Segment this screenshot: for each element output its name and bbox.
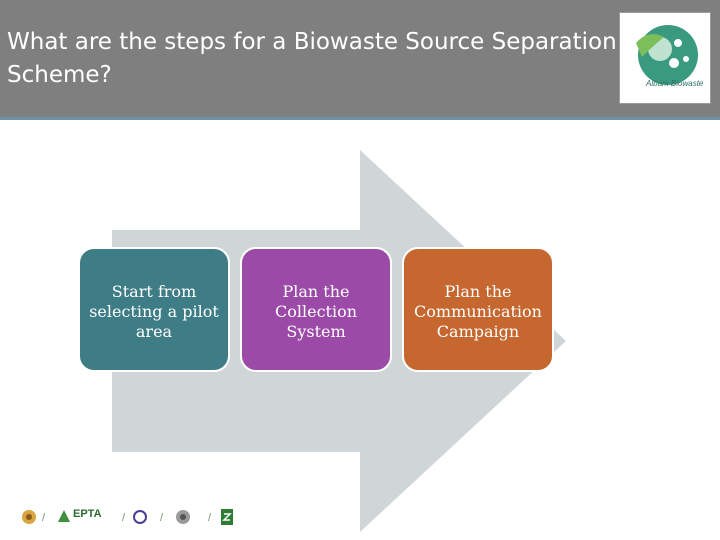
partner-logos: / EPTA / / / <box>20 506 250 534</box>
step-plan-collection-system[interactable]: Plan the Collection System <box>240 247 392 372</box>
step-label: Start from selecting a pilot area <box>89 282 219 341</box>
epta-label: EPTA <box>73 508 102 520</box>
biowaste-logo-icon <box>636 25 698 85</box>
step-plan-communication-campaign[interactable]: Plan the Communication Campaign <box>402 247 554 372</box>
footer-logo-1-icon <box>22 510 36 524</box>
step-label: Plan the Communication Campaign <box>414 282 542 341</box>
slide-title: What are the steps for a Biowaste Source… <box>7 29 617 88</box>
biowaste-logo: Albam Biowaste <box>619 12 711 104</box>
footer-logo-3-icon <box>133 510 147 524</box>
separator: / <box>208 512 212 524</box>
epta-logo-icon <box>58 510 70 522</box>
slide-header: What are the steps for a Biowaste Source… <box>0 0 720 120</box>
footer-logo-4-icon <box>176 510 190 524</box>
separator: / <box>42 512 46 524</box>
footer-logo-5-icon <box>221 509 233 525</box>
logo-text: Albam Biowaste <box>646 79 704 88</box>
separator: / <box>160 512 164 524</box>
separator: / <box>122 512 126 524</box>
step-select-pilot-area[interactable]: Start from selecting a pilot area <box>78 247 230 372</box>
step-label: Plan the Collection System <box>274 282 358 341</box>
